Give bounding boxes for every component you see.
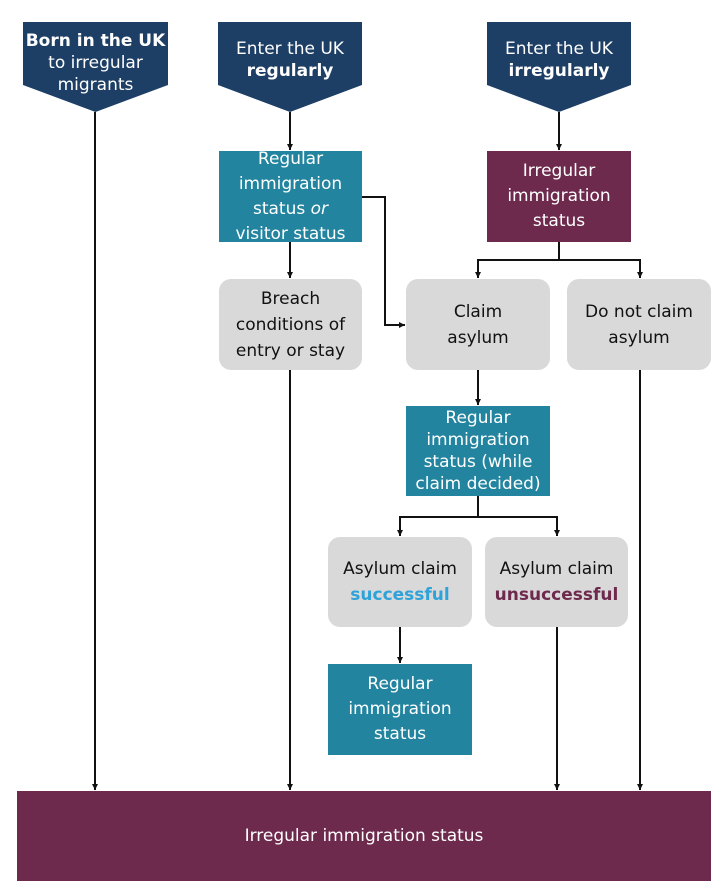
box-regular-final-line2: immigration <box>348 699 452 719</box>
box-irregular-status-top: Irregular immigration status <box>487 151 631 242</box>
box-regular-status-final: Regular immigration status <box>328 664 472 755</box>
banner-born-line3: migrants <box>57 75 134 95</box>
box-bottom-label: Irregular immigration status <box>244 826 484 846</box>
box-regular-final-line3: status <box>373 724 427 744</box>
banner-born-line1: Born in the UK <box>25 31 166 51</box>
box-breach-conditions: Breach conditions of entry or stay <box>219 279 362 370</box>
box-regular-while-line2: immigration <box>426 430 530 450</box>
box-claim-asylum: Claim asylum <box>406 279 550 370</box>
box-breach-line2: conditions of <box>235 314 346 335</box>
arrow-to-successful <box>397 516 478 536</box>
box-regular-or-visitor-line3: status or <box>252 198 329 219</box>
box-claim-line1: Claim <box>453 301 503 322</box>
arrow-to-unsuccessful <box>478 516 560 536</box>
box-asylum-claim-unsuccessful: Asylum claim unsuccessful <box>485 537 628 627</box>
box-breach-line3: entry or stay <box>235 340 346 361</box>
box-irregular-status-bottom: Irregular immigration status <box>17 791 711 881</box>
box-not-claim-line1: Do not claim <box>585 301 693 322</box>
banner-irregularly-line1: Enter the UK <box>505 39 613 59</box>
box-unsuccessful-line2: unsuccessful <box>494 585 619 605</box>
box-unsuccessful-line1: Asylum claim <box>499 559 614 579</box>
arrow-irregular-to-notclaim <box>559 259 643 278</box>
box-successful-line1: Asylum claim <box>343 559 457 579</box>
box-irregular-top-line2: immigration <box>507 186 611 206</box>
banner-regularly-line2: regularly <box>246 61 334 81</box>
banner-regularly-line1: Enter the UK <box>236 39 344 59</box>
box-successful-line2: successful <box>350 585 450 605</box>
box-regular-status-while-decided: Regular immigration status (while claim … <box>406 406 550 496</box>
arrow-irregular-to-claim <box>475 259 559 278</box>
banner-irregularly-line2: irregularly <box>508 61 610 81</box>
box-asylum-claim-successful: Asylum claim successful <box>328 537 472 627</box>
box-irregular-top-line1: Irregular <box>522 161 596 181</box>
box-regular-final-line1: Regular <box>367 674 433 694</box>
box-regular-or-visitor-status: Regular immigration status or visitor st… <box>219 149 362 244</box>
box-regular-while-line1: Regular <box>445 408 511 428</box>
banner-born-line2: to irregular <box>48 53 143 73</box>
box-regular-or-visitor-line2: immigration <box>238 173 343 194</box>
box-regular-while-line3: status (while <box>423 452 533 472</box>
box-do-not-claim-asylum: Do not claim asylum <box>567 279 711 370</box>
box-not-claim-line2: asylum <box>608 327 670 348</box>
box-breach-line1: Breach <box>260 288 321 309</box>
box-regular-or-visitor-line1: Regular <box>257 148 324 169</box>
box-regular-or-visitor-line4: visitor status <box>235 223 346 244</box>
box-irregular-top-line3: status <box>532 211 586 231</box>
box-claim-line2: asylum <box>447 327 509 348</box>
box-regular-while-line4: claim decided) <box>415 474 541 494</box>
arrow-status-to-claim <box>362 196 405 328</box>
